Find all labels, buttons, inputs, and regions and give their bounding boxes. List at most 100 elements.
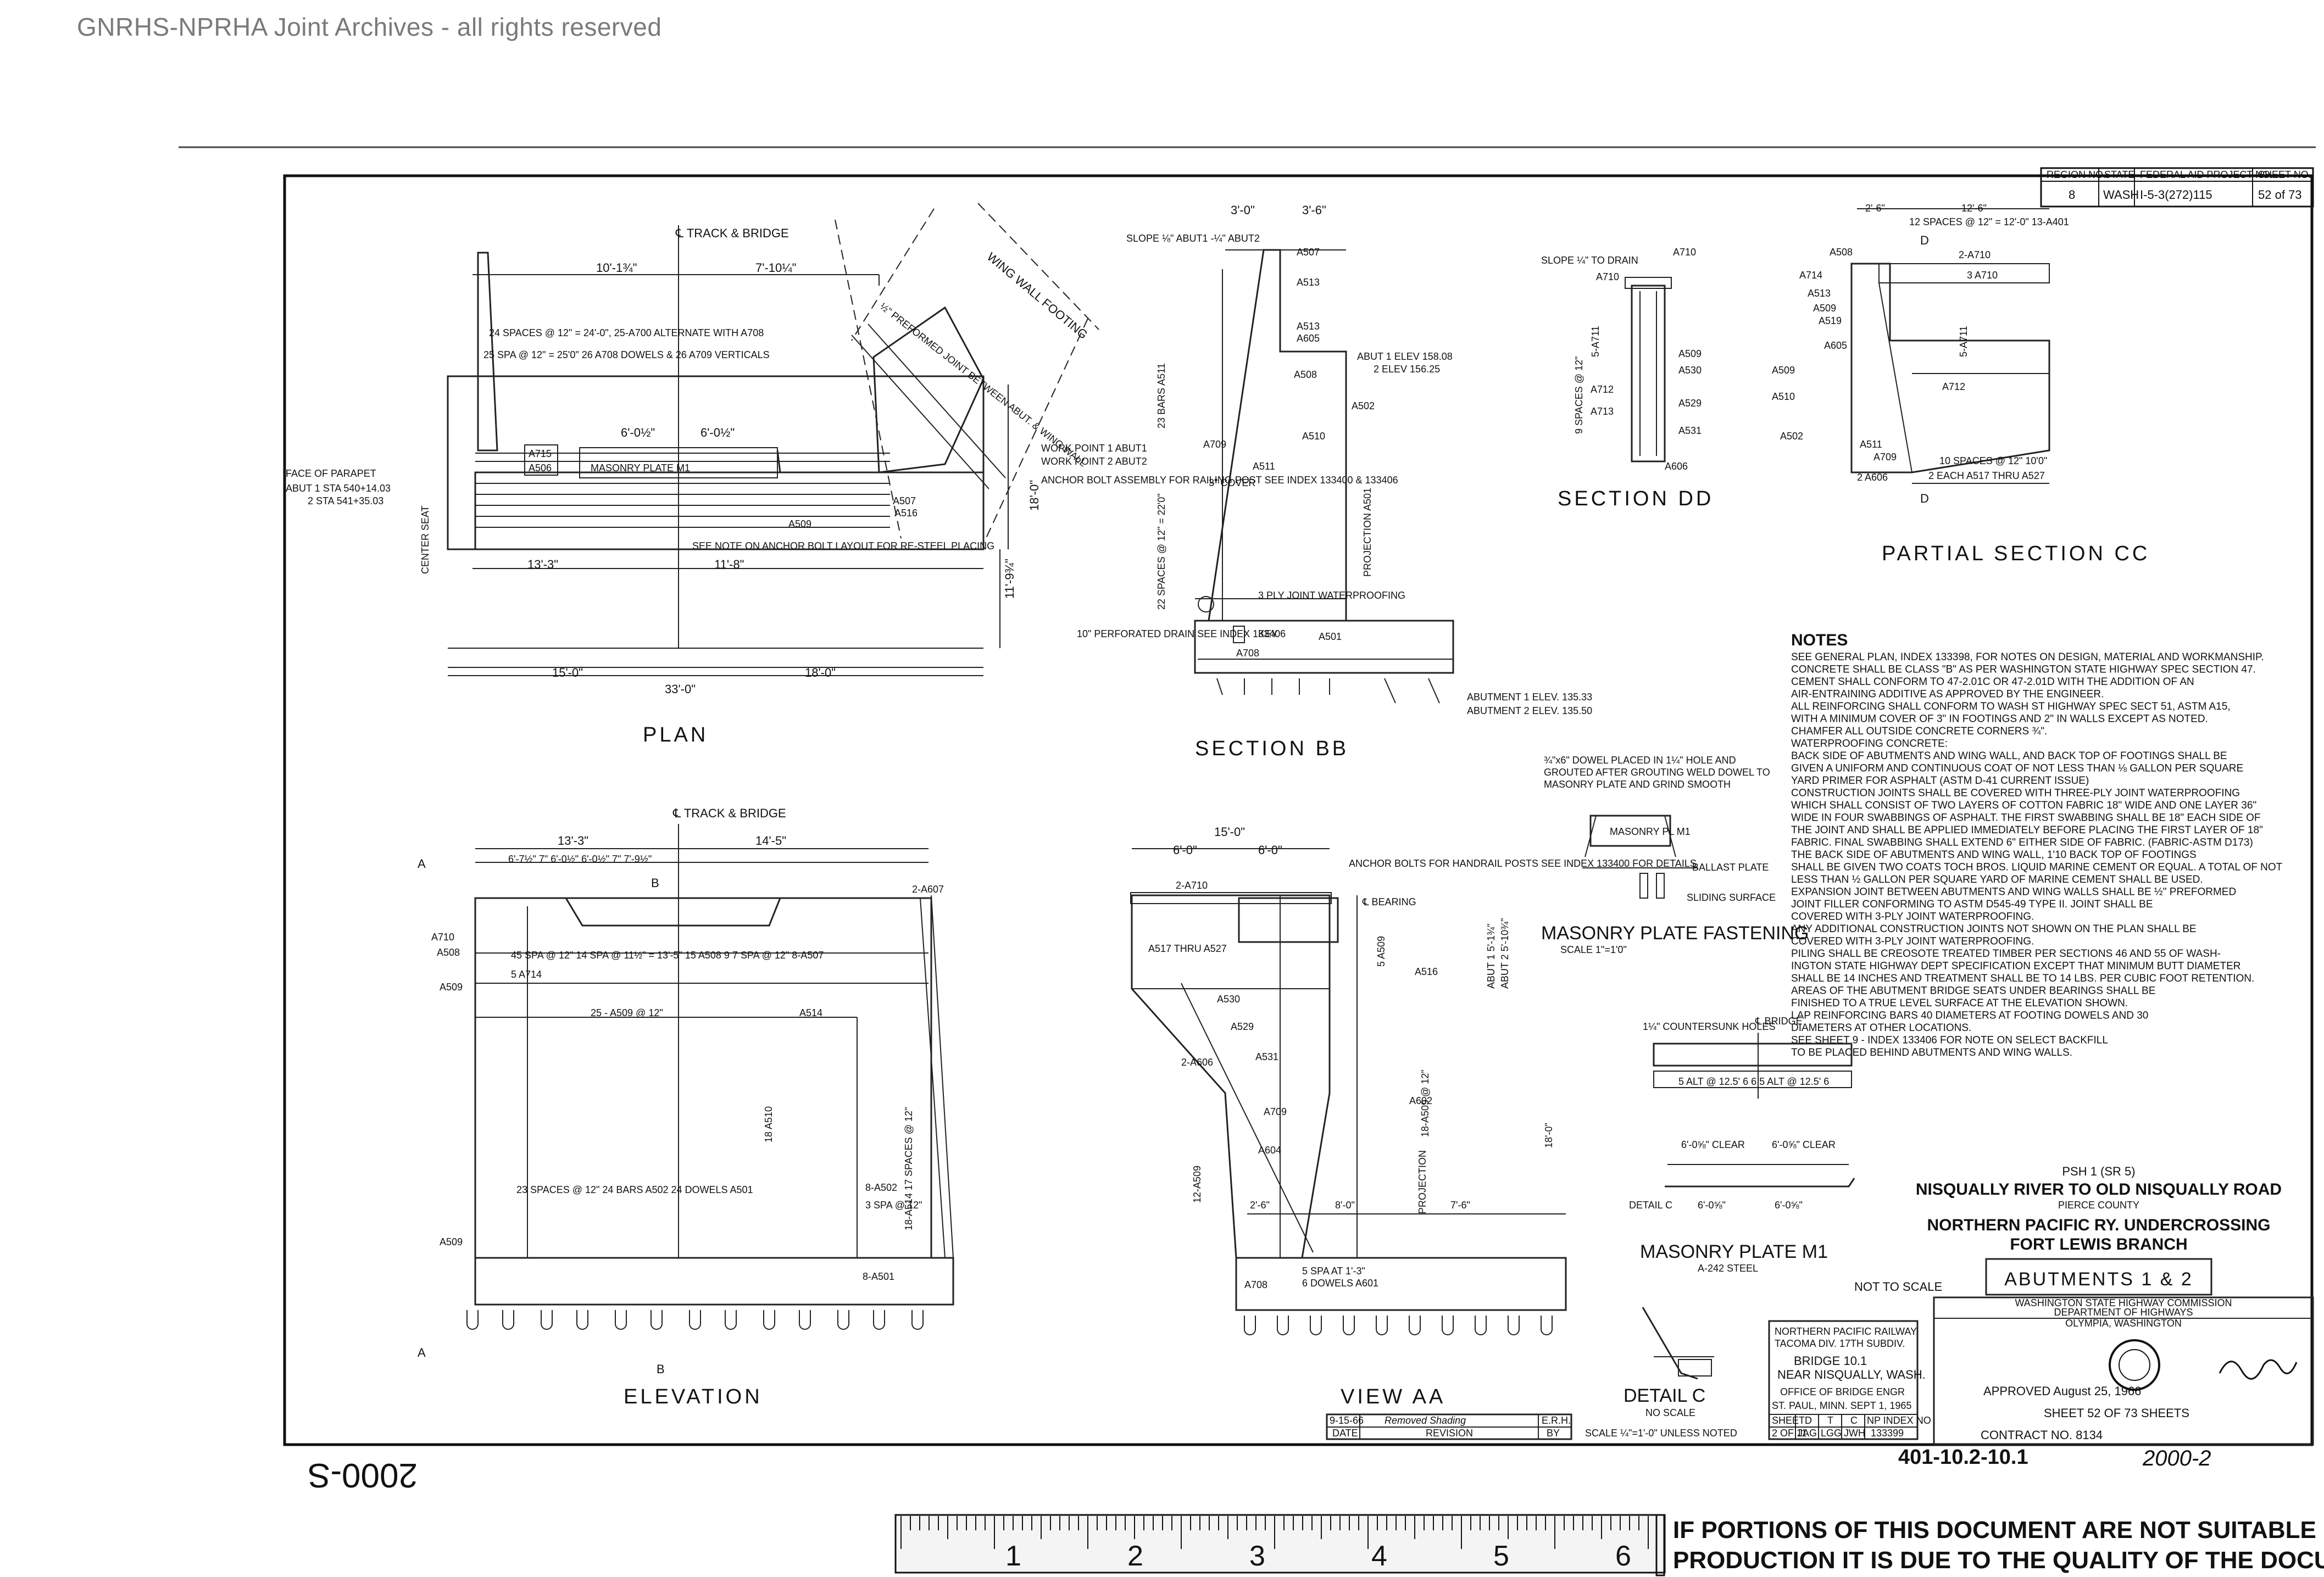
- masonry-plate-fastening-title: MASONRY PLATE FASTENING: [1541, 923, 1809, 944]
- aa-projection: PROJECTION: [1417, 1150, 1428, 1214]
- cc-a710b: 3 A710: [1967, 270, 1998, 281]
- masonry-plate-m1-title: MASONRY PLATE M1: [1640, 1241, 1828, 1262]
- title-block: PSH 1 (SR 5) NISQUALLY RIVER TO OLD NISQ…: [1854, 1164, 2314, 1446]
- fastening-sliding-surface: SLIDING SURFACE: [1687, 892, 1776, 903]
- cc-a509: A509: [1813, 303, 1836, 314]
- notes-line: BACK SIDE OF ABUTMENTS AND WING WALL, AN…: [1791, 750, 2227, 762]
- dd-a530: A530: [1678, 365, 1702, 376]
- warning-line2: PRODUCTION IT IS DUE TO THE QUALITY OF T…: [1673, 1547, 2324, 1574]
- bb-a508: A508: [1294, 369, 1317, 380]
- cc-a714: A714: [1799, 270, 1822, 281]
- plan-dim-11-9: 11'-9¾": [1003, 559, 1016, 599]
- elev-a514: A514: [799, 1007, 822, 1018]
- ruler-number: 6: [1615, 1540, 1631, 1572]
- notes-line: TO BE PLACED BEHIND ABUTMENTS AND WING W…: [1791, 1047, 2072, 1058]
- notes-line: THE BACK SIDE OF ABUTMENTS AND WING WALL…: [1791, 849, 2197, 861]
- bb-slope: SLOPE ⅛" ABUT1 -¼" ABUT2: [1126, 233, 1260, 244]
- dd-slope: SLOPE ¼" TO DRAIN: [1541, 255, 1638, 266]
- elev-a509-row: 25 - A509 @ 12": [591, 1007, 663, 1018]
- notes-line: WATERPROOFING CONCRETE:: [1791, 738, 1948, 750]
- plan-dim-33-0: 33'-0": [665, 682, 696, 696]
- dd-a531: A531: [1678, 425, 1702, 436]
- dd-spaces: 9 SPACES @ 12": [1574, 356, 1584, 434]
- aa-dim-8-0: 8'-0": [1335, 1200, 1355, 1211]
- plan-face-parapet: FACE OF PARAPET: [286, 468, 376, 479]
- project-number: I-5-3(272)115: [2140, 188, 2212, 202]
- section-bb-title: SECTION BB: [1195, 737, 1349, 760]
- revision-hdr: REVISION: [1426, 1428, 1473, 1439]
- plan-dim-6-0-a: 6'-0½": [621, 426, 655, 439]
- title-line3: PIERCE COUNTY: [2058, 1200, 2139, 1211]
- title-olympia: OLYMPIA, WASHINGTON: [2065, 1318, 2182, 1329]
- m1-dim-a: 6'-0⅝": [1698, 1200, 1726, 1211]
- elev-a508: A508: [437, 947, 460, 958]
- notes-line: WITH A MINIMUM COVER OF 3" IN FOOTINGS A…: [1791, 714, 2208, 725]
- plan-see-note: SEE NOTE ON ANCHOR BOLT LAYOUT FOR RE-ST…: [692, 540, 994, 551]
- masonry-plate-m1-view: 1¼" COUNTERSUNK HOLES ℄ BRIDGE 5 ALT @ 1…: [1629, 1016, 1855, 1274]
- state-seal-inner-icon: [2119, 1349, 2150, 1381]
- notes-line: GIVEN A UNIFORM AND CONTINUOUS COAT OF N…: [1791, 763, 2243, 774]
- notes-line: WIDE IN FOUR SWABBINGS OF ASPHALT. THE F…: [1791, 812, 2261, 824]
- plan-dim-18-0: 18'-0": [805, 666, 836, 679]
- plan-a715: A715: [529, 448, 552, 459]
- railway-block: NORTHERN PACIFIC RAILWAY TACOMA DIV. 17T…: [1585, 1320, 1931, 1440]
- masonry-plate-m1-sub: A-242 STEEL: [1698, 1263, 1758, 1274]
- notes-heading: NOTES: [1791, 631, 1848, 649]
- plan-dim-18-0-right: 18'-0": [1027, 480, 1041, 511]
- fastening-dowel-note-1: ¾"x6" DOWEL PLACED IN 1¼" HOLE AND: [1544, 755, 1736, 766]
- cc-a711: 5-A711: [1958, 326, 1969, 357]
- plan-wing-wall-footing: WING WALL FOOTING: [985, 250, 1091, 342]
- cc-a710: 2-A710: [1959, 249, 1991, 260]
- elev-section-mark-a-top: A: [418, 857, 426, 871]
- railway-index-hdr: NP INDEX NO: [1867, 1415, 1931, 1426]
- plan-dim-15-0: 15'-0": [552, 666, 583, 679]
- bb-key: KEY: [1258, 628, 1278, 639]
- archive-banner: GNRHS-NPRHA Joint Archives - all rights …: [77, 13, 662, 41]
- dd-a509: A509: [1678, 348, 1702, 359]
- elev-dim-13-3: 13'-3": [558, 834, 588, 848]
- notes-line: LAP REINFORCING BARS 40 DIAMETERS AT FOO…: [1791, 1010, 2148, 1022]
- elevation-piles: [466, 1310, 924, 1330]
- notes-line: SHALL BE GIVEN TWO COATS TOCH BROS. LIQU…: [1791, 862, 2283, 873]
- fastening-masonry-pl: MASONRY PL M1: [1610, 826, 1691, 837]
- dd-a710: A710: [1596, 271, 1619, 282]
- title-sheet: SHEET 52 OF 73 SHEETS: [2044, 1406, 2189, 1420]
- aa-a606: 2-A606: [1181, 1057, 1213, 1068]
- plan-spaces-2: 25 SPA @ 12" = 25'0" 26 A708 DOWELS & 26…: [483, 349, 770, 360]
- sheet-number: 52 of 73: [2258, 188, 2302, 202]
- bb-a507: A507: [1297, 247, 1320, 258]
- bb-a511: A511: [1253, 461, 1275, 472]
- railway-t-hdr: T: [1827, 1415, 1833, 1426]
- cc-dim-2-6: 2'-6": [1865, 203, 1885, 214]
- notes-line: DIAMETERS AT OTHER LOCATIONS.: [1791, 1022, 1971, 1034]
- revision-by: E.R.H.: [1542, 1415, 1571, 1426]
- notes-line: COVERED WITH 3-PLY JOINT WATERPROOFING.: [1791, 911, 2034, 923]
- detail-c-title: DETAIL C: [1624, 1385, 1705, 1406]
- aa-abut2: ABUT 2 5'-10¾": [1499, 918, 1510, 989]
- cc-a605: A605: [1824, 340, 1847, 351]
- dd-a529: A529: [1678, 398, 1702, 409]
- aa-a710: 2-A710: [1176, 880, 1208, 891]
- title-line2: NISQUALLY RIVER TO OLD NISQUALLY ROAD: [1916, 1180, 2282, 1199]
- state: WASH: [2103, 188, 2139, 202]
- railway-index: 133399: [1871, 1428, 1904, 1439]
- notes-line: SHALL BE 14 INCHES AND TREATMENT SHALL B…: [1791, 973, 2254, 984]
- bb-ply-joint: 3 PLY JOINT WATERPROOFING: [1258, 590, 1405, 601]
- bb-a501: A501: [1319, 631, 1342, 642]
- elev-a607: 2-A607: [912, 884, 944, 895]
- m1-clear-2: 6'-0⅝" CLEAR: [1772, 1139, 1836, 1150]
- notes-line: JOINT FILLER CONFORMING TO ASTM D545-49 …: [1791, 899, 2153, 910]
- cc-spaces-top: 12 SPACES @ 12" = 12'-0" 13-A401: [1909, 216, 2069, 227]
- notes-line: CONSTRUCTION JOINTS SHALL BE COVERED WIT…: [1791, 788, 2240, 799]
- railway-line2: TACOMA DIV. 17TH SUBDIV.: [1775, 1338, 1905, 1349]
- notes-line: COVERED WITH 3-PLY JOINT WATERPROOFING.: [1791, 936, 2034, 948]
- aa-dim-15-0: 15'-0": [1214, 825, 1245, 839]
- notes-line: YARD PRIMER FOR ASPHALT (ASTM D-41 CURRE…: [1791, 775, 2089, 787]
- plan-anchor-bolt: ANCHOR BOLT ASSEMBLY FOR RAILING POST SE…: [1041, 475, 1398, 486]
- elev-a502b: 3 SPA @ 12": [865, 1200, 922, 1211]
- notes-line: WHICH SHALL CONSIST OF TWO LAYERS OF COT…: [1791, 800, 2256, 811]
- elev-a510: 18 A510: [763, 1106, 774, 1143]
- warning-bracket: [1655, 1514, 1665, 1576]
